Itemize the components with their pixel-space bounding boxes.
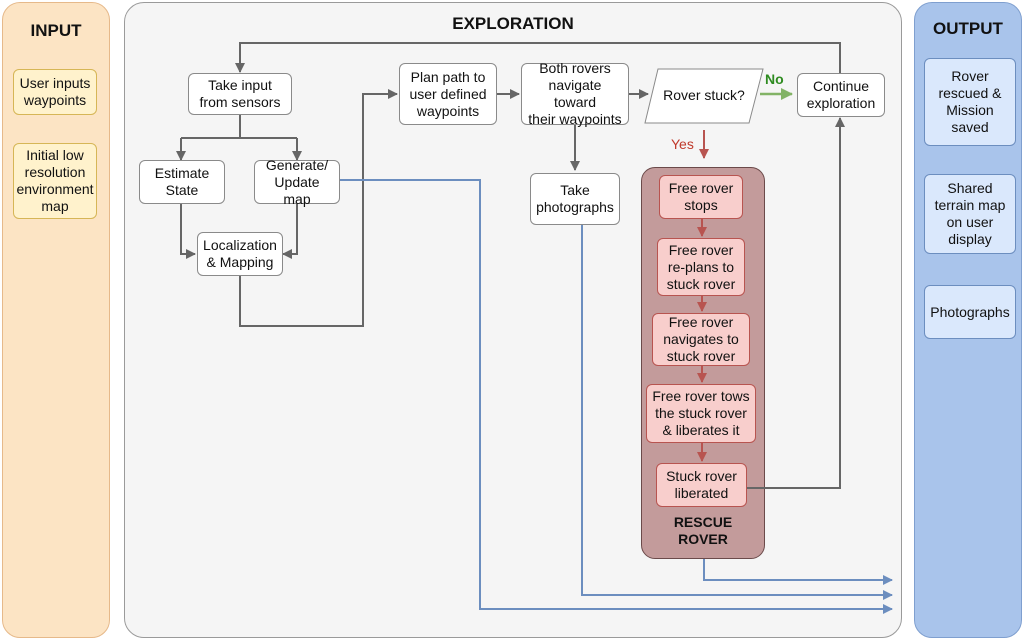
output-shared-terrain-map: Shared terrain map on user display [924,174,1016,254]
edge-take-input-split [180,114,298,158]
edge-continue-to-take-input [235,42,841,74]
rescue-step-free-rover-stops: Free rover stops [659,175,743,219]
rescue-step-tows: Free rover tows the stuck rover & libera… [646,384,756,443]
edge-map-to-output [340,179,893,614]
input-lane-title: INPUT [30,21,82,40]
node-generate-update-map: Generate/ Update map [254,157,340,207]
node-estimate-state: Estimate State [139,160,225,204]
node-continue-exploration: Continue exploration [797,73,885,117]
edge-generate-to-localization [282,203,298,259]
node-plan-path: Plan path to user defined waypoints [399,63,497,125]
label-no: No [765,71,784,87]
edge-estimate-to-localization [180,203,196,259]
edge-localization-to-plan [239,89,398,327]
rescue-step-navigates: Free rover navigates to stuck rover [652,313,750,366]
rescue-step-replans: Free rover re-plans to stuck rover [657,238,745,296]
output-rover-rescued: Rover rescued & Mission saved [924,58,1016,146]
rescue-step-liberated: Stuck rover liberated [656,463,747,507]
node-localization-mapping: Localization & Mapping [197,232,283,276]
node-both-rovers-navigate: Both rovers navigate toward their waypoi… [521,60,629,127]
exploration-lane-title: EXPLORATION [452,14,574,33]
edge-photos-to-output [581,225,893,600]
node-take-input-from-sensors: Take input from sensors [188,73,292,115]
output-photographs: Photographs [924,285,1016,339]
rescue-rover-title: RESCUE ROVER [673,514,733,547]
node-take-photographs: Take photographs [530,173,620,225]
input-initial-map: Initial low resolution environment map [13,143,97,219]
edge-rescue-to-output [703,559,893,585]
output-lane-title: OUTPUT [933,19,1003,38]
rover-stuck-decision-shape [644,68,764,124]
label-yes: Yes [671,136,694,152]
input-user-waypoints: User inputs waypoints [13,69,97,115]
node-rover-stuck: Rover stuck? [663,86,745,103]
edge-liberated-to-continue [747,117,845,489]
